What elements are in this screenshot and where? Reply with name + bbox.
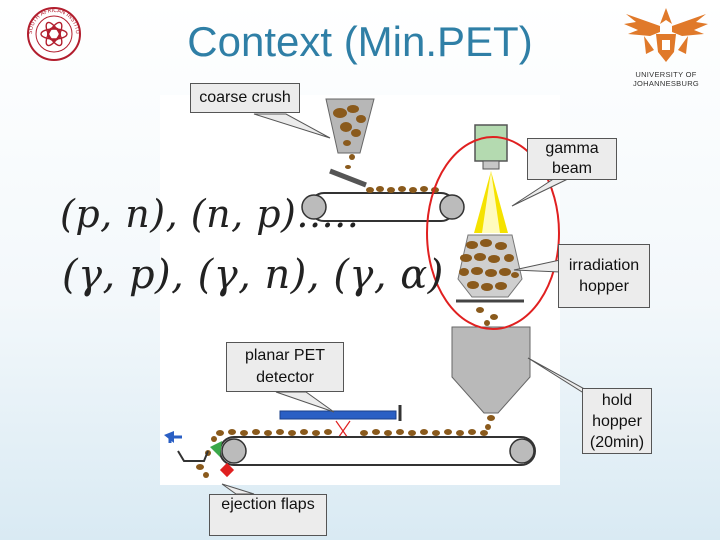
- lower-conveyor: [205, 429, 536, 466]
- hold-hopper: [451, 326, 531, 430]
- highlight-ring: [426, 136, 560, 330]
- minpet-process-diagram: [160, 95, 560, 485]
- irradiation-hopper: [456, 234, 524, 326]
- saip-logo: SOUTH AFRICAN INSTITUTE OF PHYSICS: [19, 0, 86, 62]
- uj-logo: UNIVERSITY OF JOHANNESBURG: [616, 2, 716, 98]
- crusher-funnel: [325, 98, 375, 169]
- upper-conveyor: [301, 186, 465, 222]
- uj-logo-text: UNIVERSITY OF JOHANNESBURG: [632, 70, 700, 88]
- callout-planar-pet-detector: planar PET detector: [226, 342, 344, 392]
- ejection-flaps: [164, 431, 235, 478]
- callout-ejection-flaps: ejection flaps: [209, 494, 327, 536]
- reaction-formula-line-2: (γ, p), (γ, n), (γ, α): [62, 252, 444, 298]
- callout-hold-hopper: hold hopper (20min): [582, 388, 652, 454]
- callout-coarse-crush: coarse crush: [190, 83, 300, 113]
- slide-title: Context (Min.PET): [187, 18, 533, 65]
- callout-gamma-beam: gamma beam: [527, 138, 617, 180]
- reaction-formula-line-1: (p, n), (n, p).....: [60, 192, 360, 236]
- callout-irradiation-hopper: irradiation hopper: [558, 244, 650, 308]
